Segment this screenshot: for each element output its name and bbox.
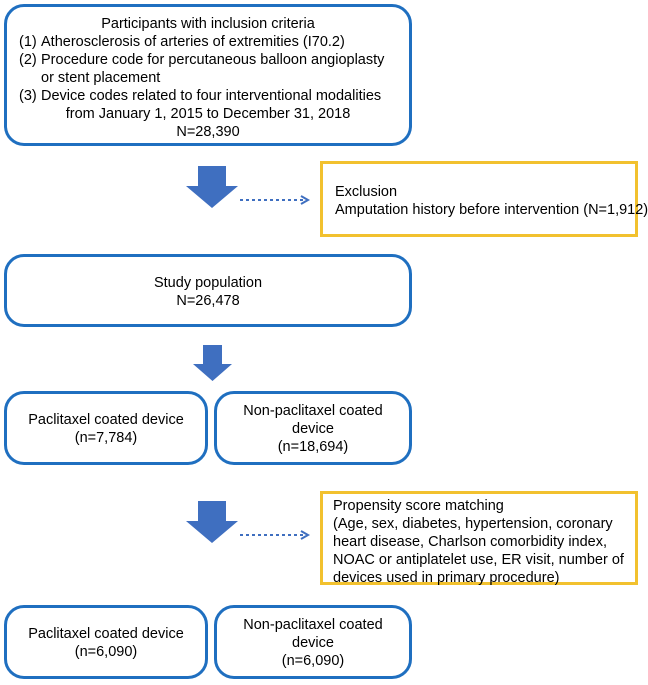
matching-text: (Age, sex, diabetes, hypertension, coron… (333, 516, 624, 586)
inclusion-count: N=28,390 (176, 124, 240, 140)
paclitaxel-group-box: Paclitaxel coated device (n=7,784) (4, 391, 208, 465)
paclitaxel-group-label: Paclitaxel coated device (28, 412, 184, 428)
matched-paclitaxel-count: (n=6,090) (74, 644, 138, 660)
inclusion-item-number: (1) (19, 34, 37, 50)
inclusion-item-number: (2) (19, 52, 37, 68)
matched-paclitaxel-group-box: Paclitaxel coated device (n=6,090) (4, 605, 208, 679)
exclusion-box: Exclusion Amputation history before inte… (320, 161, 648, 237)
exclusion-text: Amputation history before intervention (… (335, 202, 648, 218)
paclitaxel-group-count: (n=7,784) (74, 430, 138, 446)
dotted-arrow-matching-head (300, 530, 311, 540)
inclusion-item: (1) Atherosclerosis of arteries of extre… (19, 33, 397, 51)
inclusion-item-text: Device codes related to four interventio… (41, 88, 382, 104)
inclusion-item-number: (3) (19, 88, 37, 104)
down-arrow-2 (193, 345, 232, 381)
inclusion-item: (3) Device codes related to four interve… (19, 87, 397, 105)
study-population-title: Study population (153, 275, 263, 291)
matched-non-paclitaxel-label: Non-paclitaxel coated device (243, 617, 383, 651)
inclusion-criteria-box: Participants with inclusion criteria (1)… (4, 4, 412, 146)
matched-paclitaxel-label: Paclitaxel coated device (28, 626, 184, 642)
study-population-box: Study population N=26,478 (4, 254, 412, 327)
matched-non-paclitaxel-group-box: Non-paclitaxel coated device (n=6,090) (214, 605, 412, 679)
exclusion-title: Exclusion (335, 184, 398, 200)
inclusion-period: from January 1, 2015 to December 31, 201… (65, 106, 351, 122)
matched-non-paclitaxel-count: (n=6,090) (281, 653, 345, 669)
matching-title: Propensity score matching (333, 498, 504, 514)
study-population-count: N=26,478 (176, 293, 240, 309)
inclusion-criteria-list: (1) Atherosclerosis of arteries of extre… (19, 33, 397, 105)
non-paclitaxel-group-label: Non-paclitaxel coated device (243, 403, 383, 437)
dotted-arrow-exclusion-head (300, 195, 311, 205)
inclusion-item: (2) Procedure code for percutaneous ball… (19, 51, 397, 87)
inclusion-item-text: Atherosclerosis of arteries of extremiti… (41, 34, 345, 50)
inclusion-item-text: Procedure code for percutaneous balloon … (41, 52, 385, 86)
down-arrow-1 (186, 166, 238, 208)
non-paclitaxel-group-count: (n=18,694) (277, 439, 349, 455)
inclusion-title: Participants with inclusion criteria (101, 16, 315, 32)
down-arrow-3 (186, 501, 238, 543)
matching-box: Propensity score matching (Age, sex, dia… (320, 491, 638, 586)
non-paclitaxel-group-box: Non-paclitaxel coated device (n=18,694) (214, 391, 412, 465)
